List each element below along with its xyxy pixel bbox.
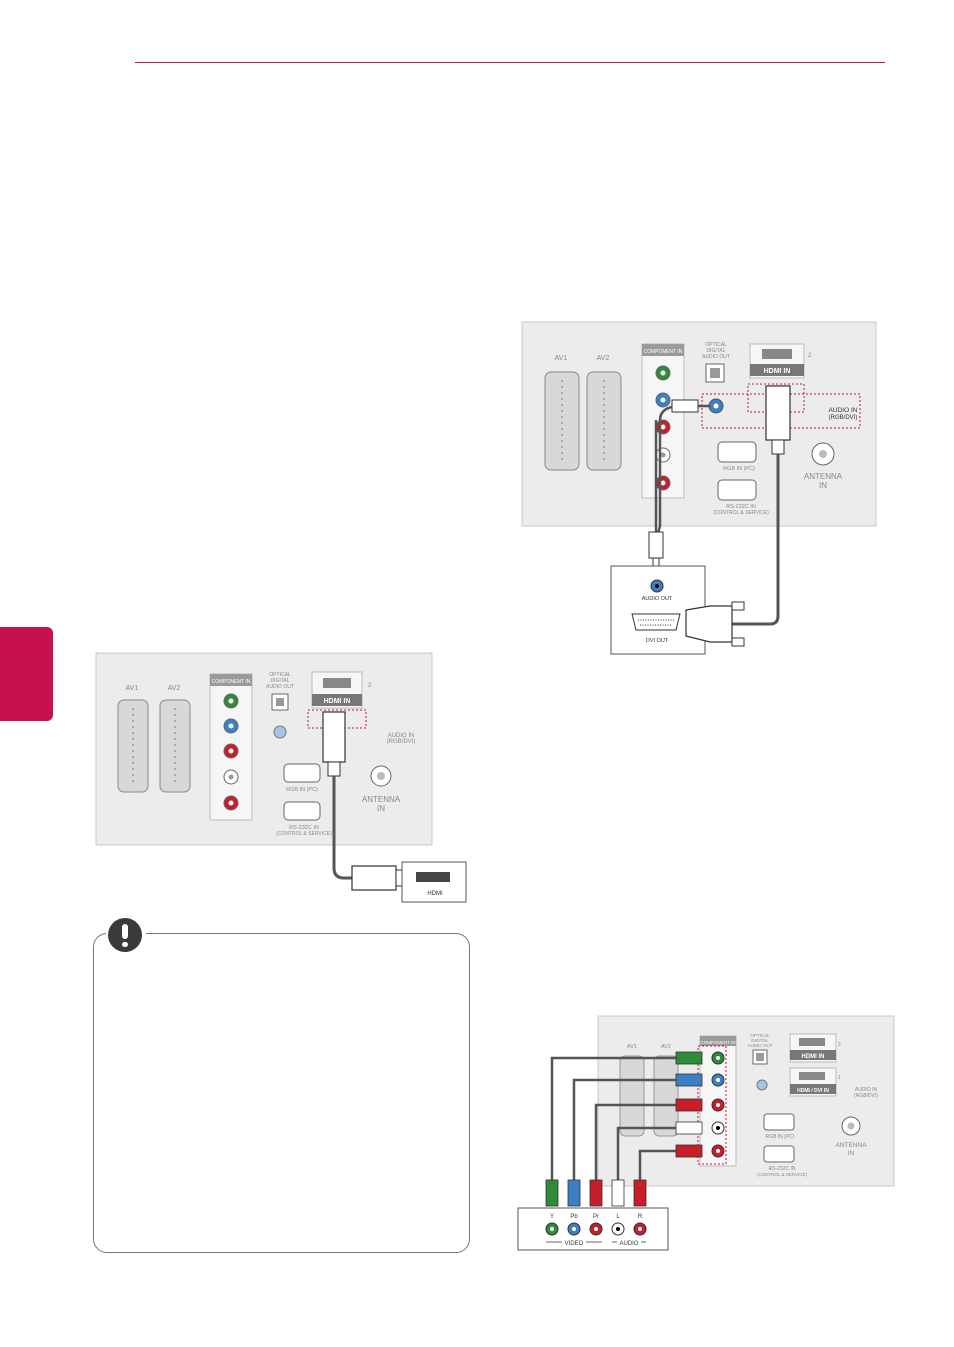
svg-text:(CONTROL & SERVICE): (CONTROL & SERVICE) [276,831,332,837]
svg-text:RS-232C IN: RS-232C IN [769,1166,796,1172]
svg-text:COMPONENT IN: COMPONENT IN [701,1040,736,1045]
svg-text:OPTICAL: OPTICAL [750,1033,770,1038]
svg-text:VIDEO: VIDEO [565,1241,584,1247]
svg-text:AV2: AV2 [168,685,181,692]
svg-text:Y: Y [550,1214,554,1220]
component-connection-figure: AV1 AV2 COMPONENT IN OPTICAL DIGITAL AUD… [517,1015,895,1251]
svg-text:RS-232C IN: RS-232C IN [726,504,756,510]
svg-text:ANTENNA: ANTENNA [835,1142,867,1149]
note-heading-rule [146,933,298,934]
svg-text:Pr: Pr [593,1214,599,1220]
svg-text:IN: IN [848,1150,855,1157]
svg-text:HDMI IN: HDMI IN [764,368,791,375]
note-box [93,933,470,1253]
svg-text:R: R [638,1214,643,1220]
svg-text:HDMI IN: HDMI IN [324,698,351,705]
svg-text:AUDIO IN: AUDIO IN [855,1087,878,1093]
svg-text:AV1: AV1 [627,1044,637,1050]
svg-text:AUDIO OUT: AUDIO OUT [747,1043,772,1048]
svg-text:AUDIO OUT: AUDIO OUT [702,354,730,360]
hdmi-connection-figure: AV1 AV2 COMPONENT IN OPTICAL DIGITAL AUD… [95,652,467,903]
svg-text:DIGITAL: DIGITAL [751,1038,769,1043]
svg-text:RGB IN (PC): RGB IN (PC) [286,787,318,793]
dvi-connection-figure: AV1 AV2 COMPONENT IN OPTICAL DIGITAL AUD… [521,321,877,655]
chapter-tab [0,627,53,721]
note-exclamation-icon [108,918,142,952]
svg-text:AV1: AV1 [126,685,139,692]
svg-text:DIGITAL: DIGITAL [270,678,289,684]
svg-text:HDMI IN: HDMI IN [802,1054,825,1060]
svg-text:2: 2 [808,353,812,359]
svg-text:(RGB/DVI): (RGB/DVI) [387,739,416,745]
svg-text:(CONTROL & SERVICE): (CONTROL & SERVICE) [757,1172,808,1177]
svg-text:DIGITAL: DIGITAL [706,348,725,354]
svg-text:ANTENNA: ANTENNA [804,472,843,481]
svg-text:COMPONENT IN: COMPONENT IN [212,679,251,685]
svg-text:(RGB/DVI): (RGB/DVI) [854,1093,878,1099]
svg-text:AV1: AV1 [555,355,568,362]
svg-text:RGB IN (PC): RGB IN (PC) [723,466,755,472]
svg-text:L: L [616,1214,620,1220]
svg-text:DVI OUT: DVI OUT [646,638,669,644]
svg-text:ANTENNA: ANTENNA [362,795,401,804]
svg-text:IN: IN [819,481,827,490]
svg-text:(RGB/DVI): (RGB/DVI) [829,415,858,421]
svg-text:RS-232C IN: RS-232C IN [289,825,319,831]
svg-text:2: 2 [368,683,372,689]
svg-text:AV2: AV2 [597,355,610,362]
svg-text:COMPONENT IN: COMPONENT IN [644,349,683,355]
svg-text:2: 2 [838,1042,841,1048]
svg-text:AUDIO IN: AUDIO IN [829,407,858,414]
svg-text:(CONTROL & SERVICE): (CONTROL & SERVICE) [713,510,769,516]
svg-text:1: 1 [838,1075,841,1081]
svg-text:AUDIO OUT: AUDIO OUT [642,596,673,602]
svg-text:IN: IN [377,804,385,813]
svg-text:AUDIO OUT: AUDIO OUT [266,684,294,690]
svg-text:Pb: Pb [570,1214,578,1220]
header-rule [135,62,885,63]
svg-text:AUDIO IN: AUDIO IN [388,733,415,739]
svg-text:HDMI: HDMI [427,891,443,897]
svg-text:OPTICAL: OPTICAL [269,672,291,678]
svg-text:OPTICAL: OPTICAL [705,342,727,348]
svg-text:AV2: AV2 [661,1044,671,1050]
svg-text:HDMI / DVI IN: HDMI / DVI IN [797,1088,829,1094]
svg-text:RGB IN (PC): RGB IN (PC) [766,1134,795,1140]
svg-text:AUDIO: AUDIO [619,1241,638,1247]
